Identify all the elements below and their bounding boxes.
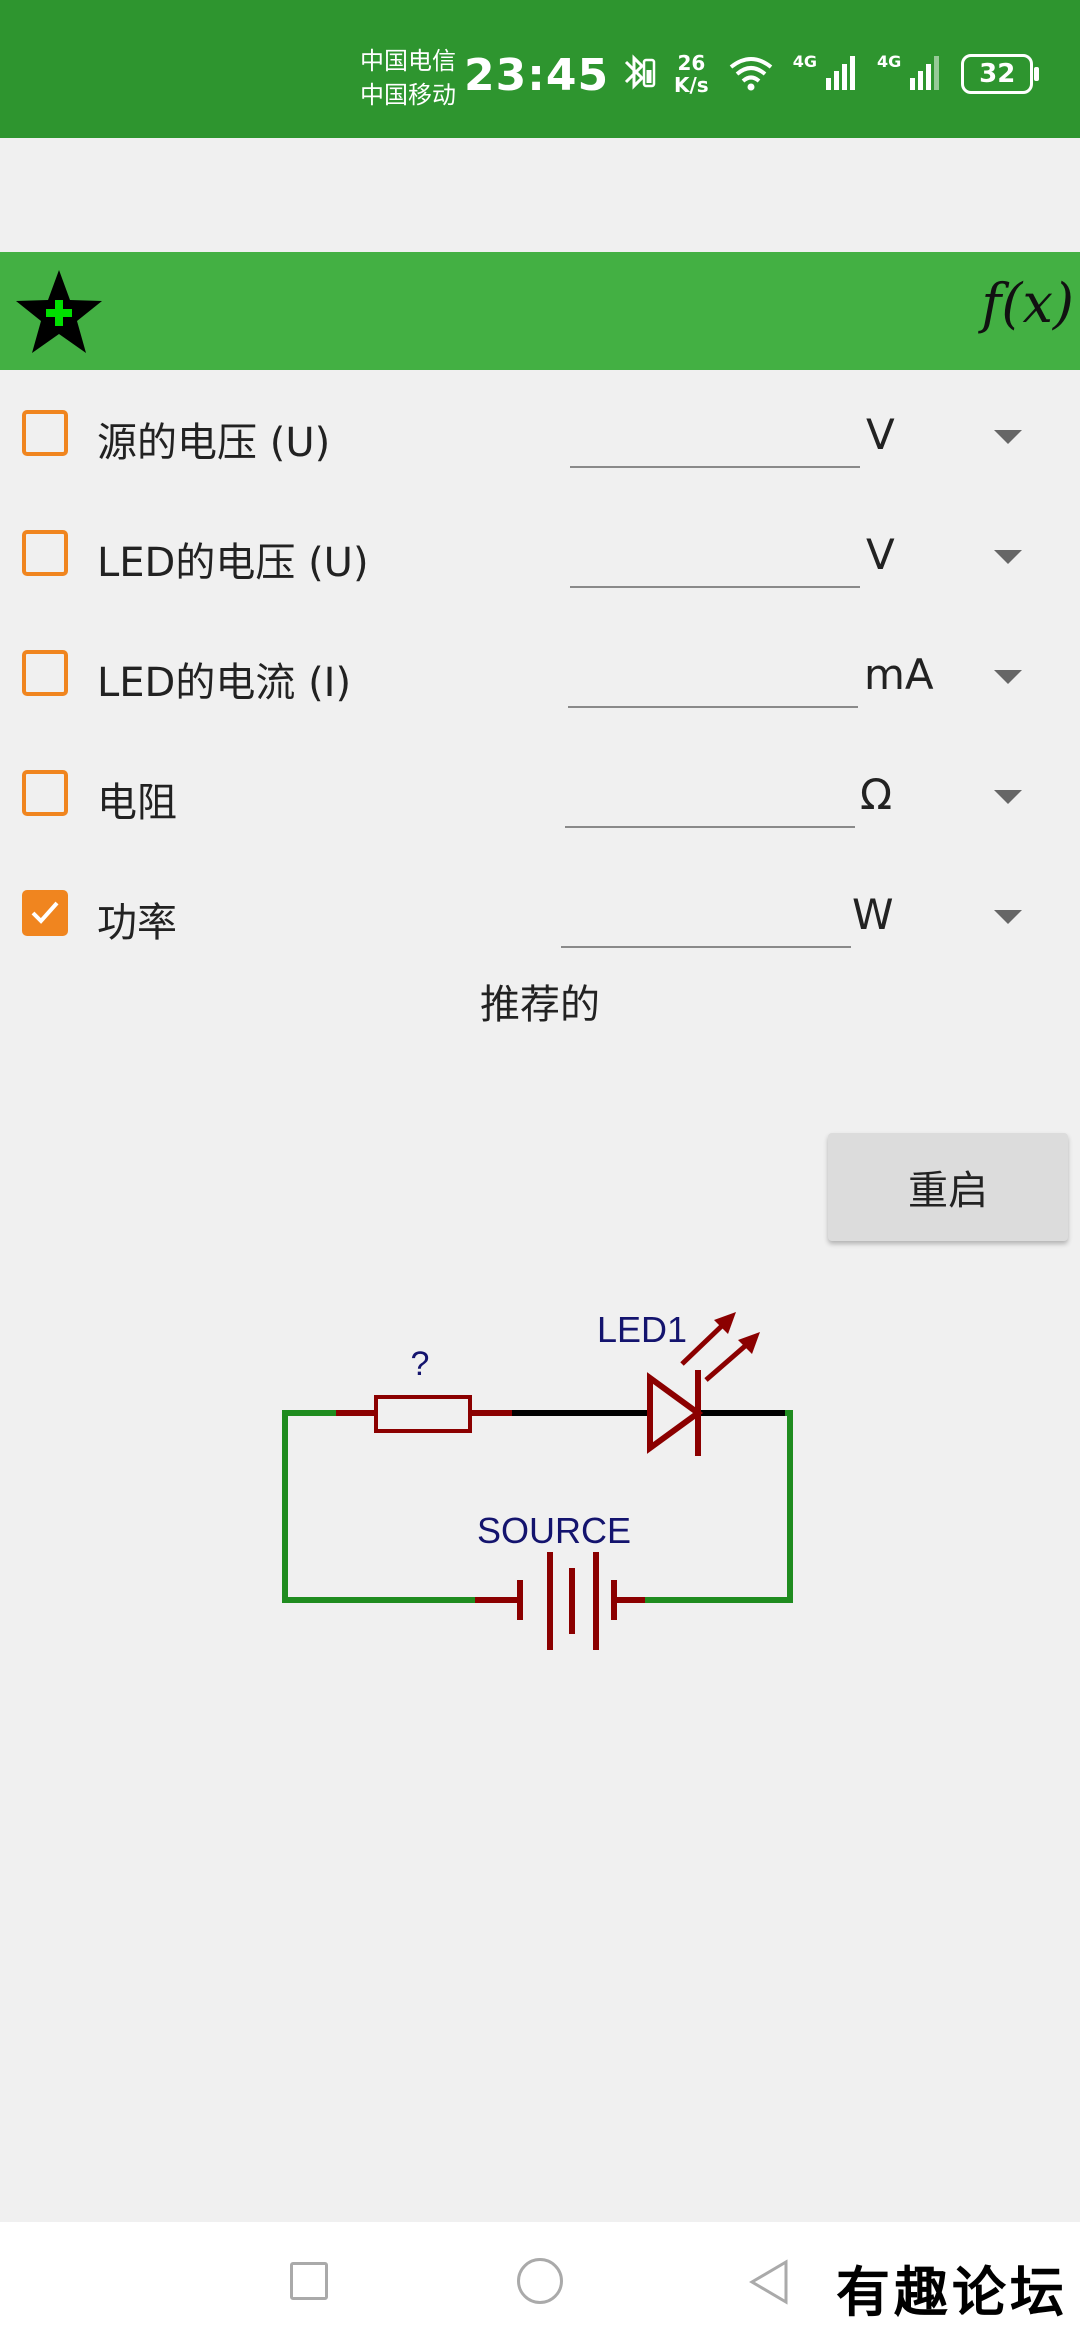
status-clock: 23:45 <box>464 50 610 101</box>
resistance-dropdown-icon[interactable] <box>994 790 1022 804</box>
battery-level: 32 <box>979 59 1016 89</box>
row-led-current: LED的电流 (I) mA <box>0 612 1080 732</box>
led-voltage-unit[interactable]: V <box>866 530 895 579</box>
power-checkbox[interactable] <box>22 890 68 936</box>
home-icon[interactable] <box>517 2258 563 2304</box>
led-label: LED1 <box>597 1309 687 1350</box>
status-bar: 中国电信 中国移动 23:45 26 K/s 4G <box>0 0 1080 138</box>
power-dropdown-icon[interactable] <box>994 910 1022 924</box>
power-input[interactable] <box>561 888 851 948</box>
circuit-diagram: ? LED1 SOURCE <box>282 1309 793 1650</box>
resistor-symbol <box>336 1395 512 1433</box>
resistance-checkbox[interactable] <box>22 770 68 816</box>
power-label: 功率 <box>97 900 177 946</box>
source-voltage-dropdown-icon[interactable] <box>994 430 1022 444</box>
carrier-names: 中国电信 中国移动 <box>360 44 456 112</box>
led-current-label: LED的电流 (I) <box>97 660 352 706</box>
signal-2-icon <box>909 54 943 94</box>
formula-button[interactable]: f(x) <box>981 272 1074 335</box>
row-resistance: 电阻 Ω <box>0 732 1080 852</box>
signal-1-icon <box>825 54 859 94</box>
carrier-1: 中国电信 <box>360 47 456 75</box>
battery-icon: 32 <box>961 54 1040 94</box>
resistance-input[interactable] <box>565 768 855 828</box>
add-favorite-button[interactable] <box>12 266 106 358</box>
wifi-icon <box>727 53 775 95</box>
led-voltage-dropdown-icon[interactable] <box>994 550 1022 564</box>
led-symbol <box>647 1312 760 1456</box>
led-voltage-input[interactable] <box>570 528 860 588</box>
net-speed-value: 26 <box>677 51 706 75</box>
led-voltage-checkbox[interactable] <box>22 530 68 576</box>
toolbar: f(x) <box>0 252 1080 370</box>
resistance-label: 电阻 <box>97 780 177 826</box>
row-power: 功率 W <box>0 852 1080 972</box>
signal-2-label: 4G <box>876 52 902 71</box>
source-voltage-unit[interactable]: V <box>866 410 895 459</box>
power-unit[interactable]: W <box>852 890 894 939</box>
source-voltage-label: 源的电压 (U) <box>97 420 331 466</box>
signal-1-label: 4G <box>792 52 817 71</box>
net-speed: 26 K/s <box>674 52 709 96</box>
checkmark-icon <box>31 901 59 924</box>
led-current-checkbox[interactable] <box>22 650 68 696</box>
battery-source-symbol <box>475 1552 645 1650</box>
navigation-bar: 有趣论坛 <box>0 2222 1080 2340</box>
carrier-2: 中国移动 <box>360 81 456 109</box>
star-plus-icon <box>16 270 102 353</box>
back-icon[interactable] <box>748 2258 790 2306</box>
bluetooth-icon <box>620 52 656 96</box>
watermark: 有趣论坛 <box>836 2260 1068 2324</box>
source-voltage-input[interactable] <box>570 408 860 468</box>
source-voltage-checkbox[interactable] <box>22 410 68 456</box>
row-led-voltage: LED的电压 (U) V <box>0 492 1080 612</box>
recent-apps-icon[interactable] <box>290 2262 328 2300</box>
net-speed-unit: K/s <box>674 73 709 97</box>
led-current-input[interactable] <box>568 648 858 708</box>
led-voltage-label: LED的电压 (U) <box>97 540 369 586</box>
status-icons: 26 K/s 4G 4G <box>620 52 1040 96</box>
restart-button[interactable]: 重启 <box>828 1133 1068 1241</box>
led-current-dropdown-icon[interactable] <box>994 670 1022 684</box>
led-current-unit[interactable]: mA <box>864 650 934 699</box>
source-label: SOURCE <box>477 1510 631 1551</box>
resistor-label: ? <box>411 1345 430 1383</box>
resistance-unit[interactable]: Ω <box>860 770 893 819</box>
circuit-wires <box>282 1410 793 1603</box>
recommended-label: 推荐的 <box>480 982 600 1028</box>
row-source-voltage: 源的电压 (U) V <box>0 372 1080 492</box>
